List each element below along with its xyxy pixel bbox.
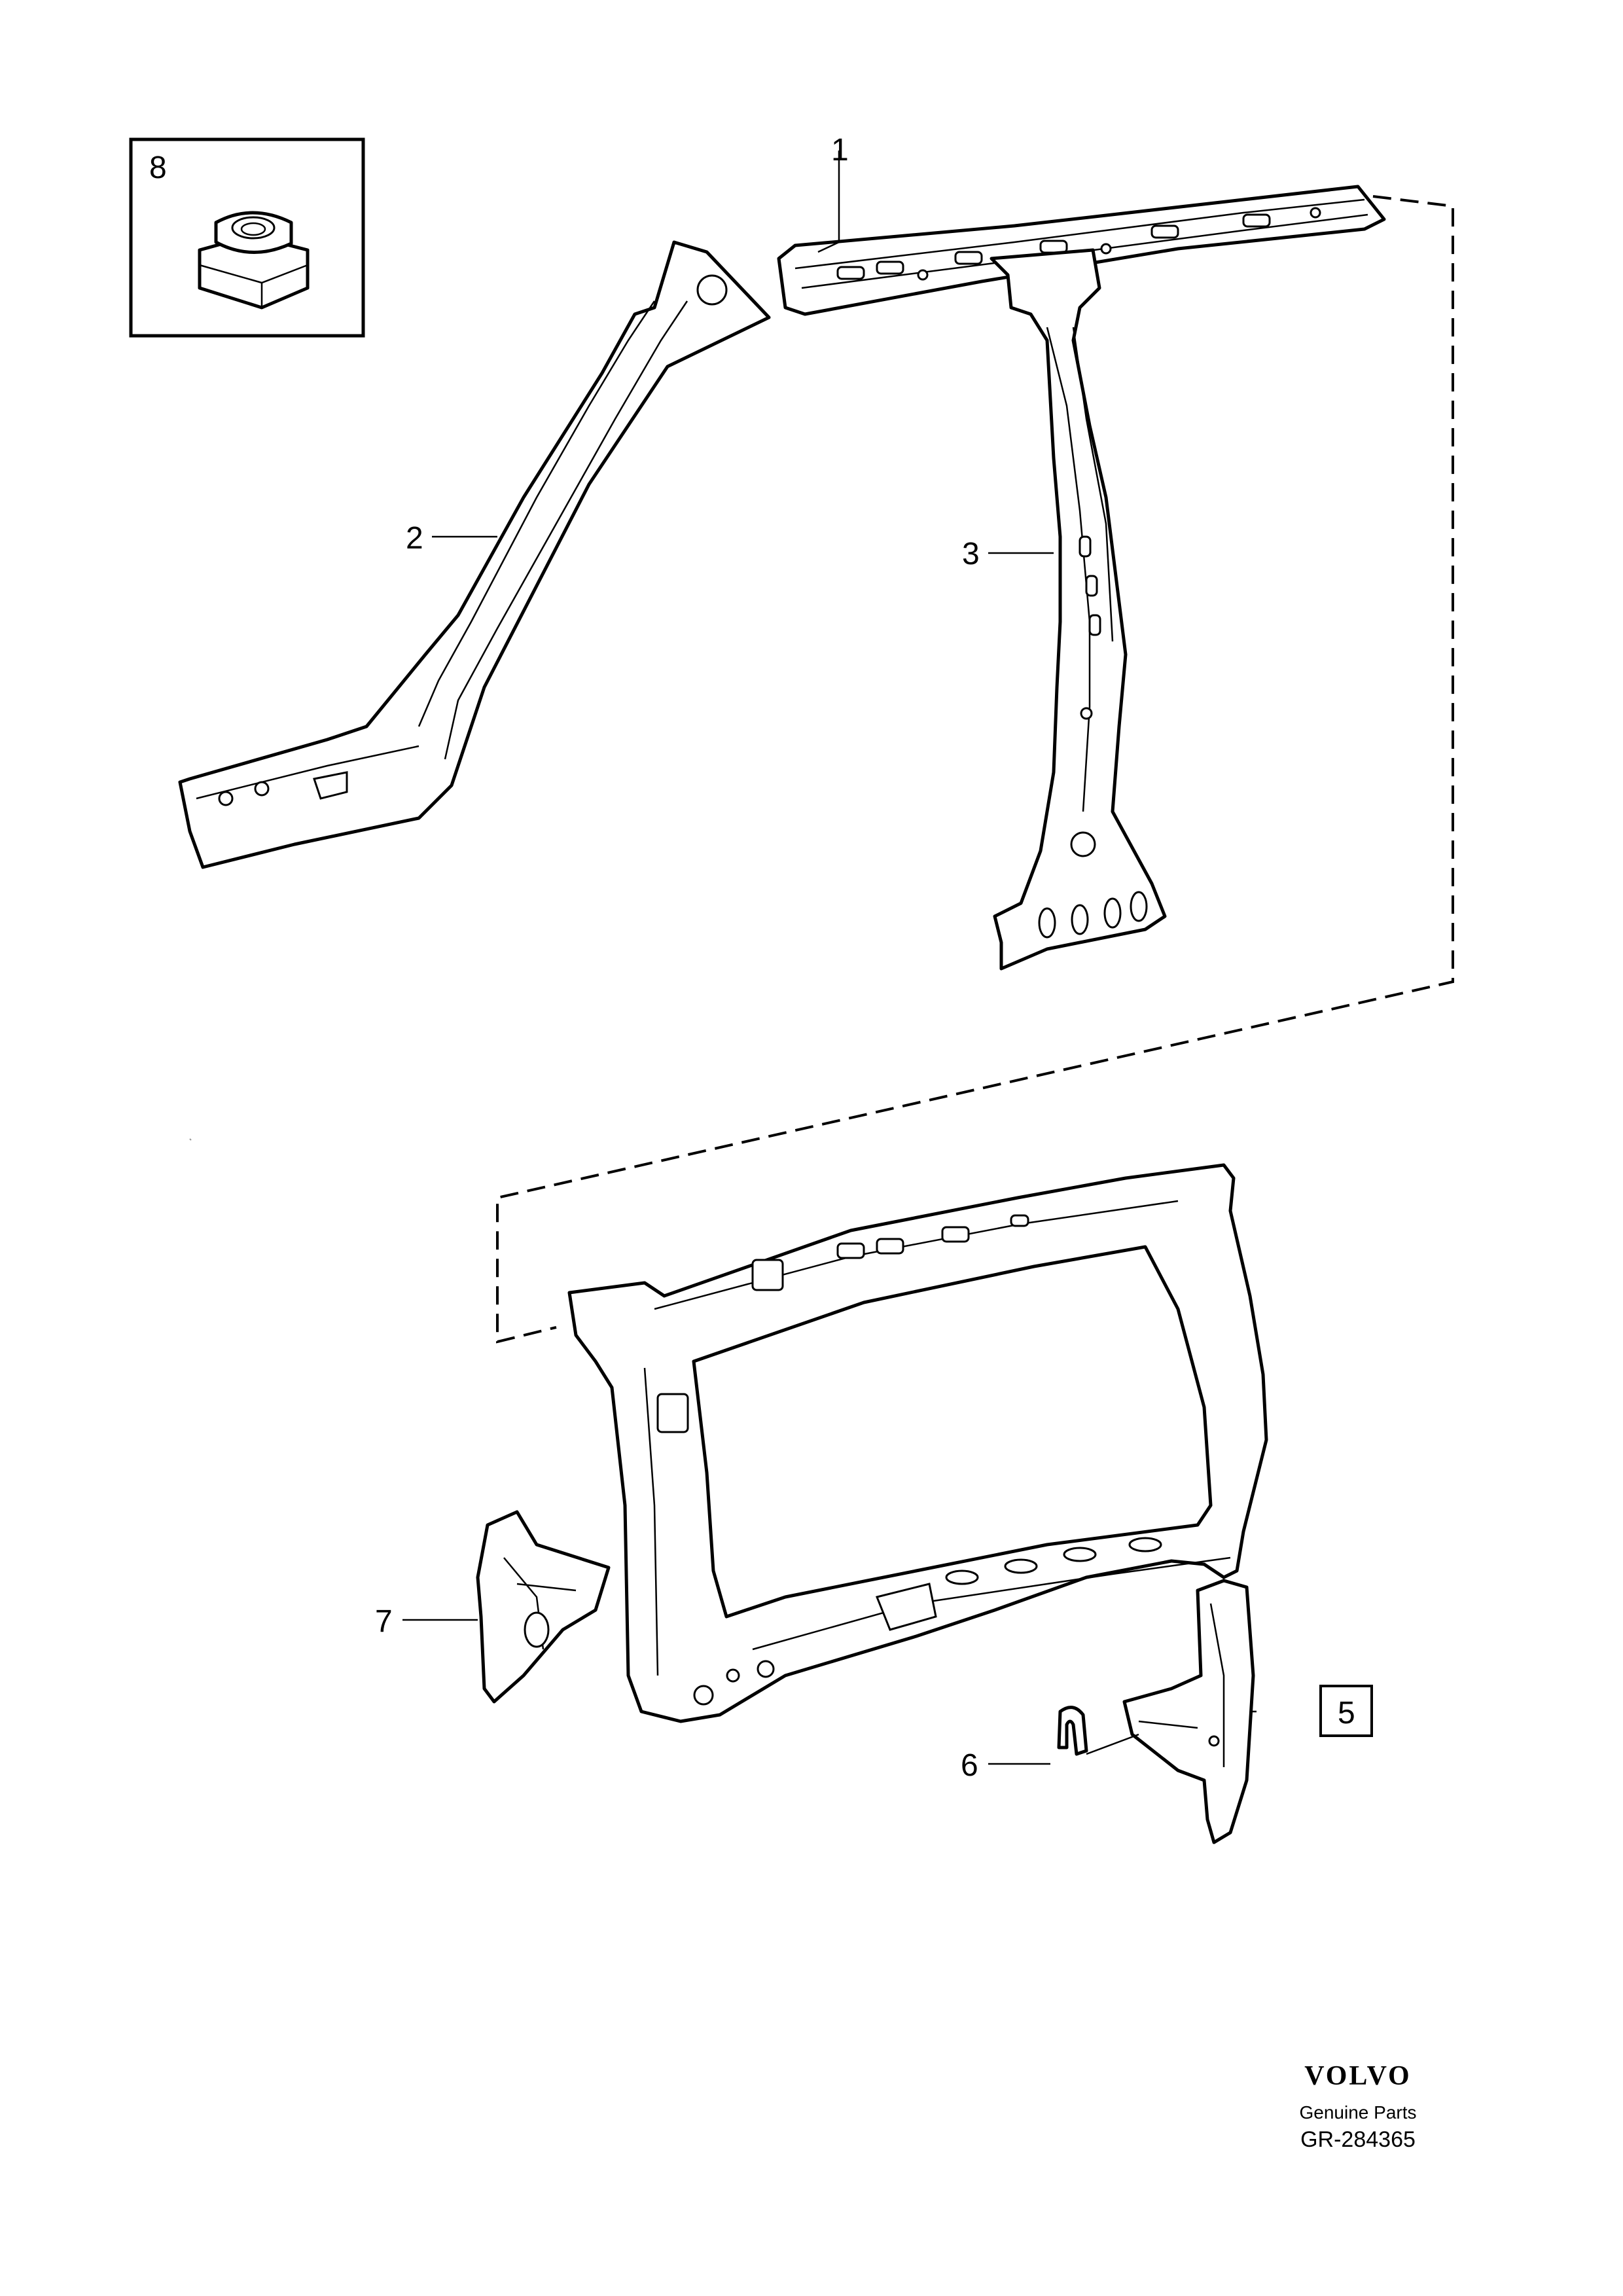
clip-part-6: 6	[961, 1706, 1139, 1783]
volvo-logo: VOLVO	[1304, 2061, 1412, 2091]
bracket-part-7: 7	[375, 1510, 611, 1704]
callout-label-7: 7	[375, 1604, 393, 1639]
b-pillar-part-3: 3	[962, 248, 1167, 971]
diagram-reference: GR-284365	[1300, 2127, 1416, 2152]
callout-label-2: 2	[406, 521, 423, 556]
callout-label-6: 6	[961, 1748, 978, 1783]
callout-label-8: 8	[149, 151, 167, 185]
inset-box-part-8: 8	[129, 137, 365, 338]
rear-pillar-part-5	[1122, 1579, 1255, 1844]
a-pillar-part-2: 2	[178, 240, 771, 869]
frame-holes	[656, 1214, 1162, 1706]
weld-nut-icon	[198, 211, 310, 310]
b-pillar-holes	[1038, 535, 1148, 939]
callout-label-3: 3	[962, 537, 980, 571]
callout-leader-1	[817, 151, 840, 253]
callout-label-1: 1	[831, 133, 849, 168]
body-side-frame: 5	[567, 1163, 1373, 1737]
callout-label-5: 5	[1338, 1696, 1355, 1731]
brand-subtitle: Genuine Parts	[1299, 2102, 1417, 2123]
assembly-boundary	[189, 195, 1454, 1344]
